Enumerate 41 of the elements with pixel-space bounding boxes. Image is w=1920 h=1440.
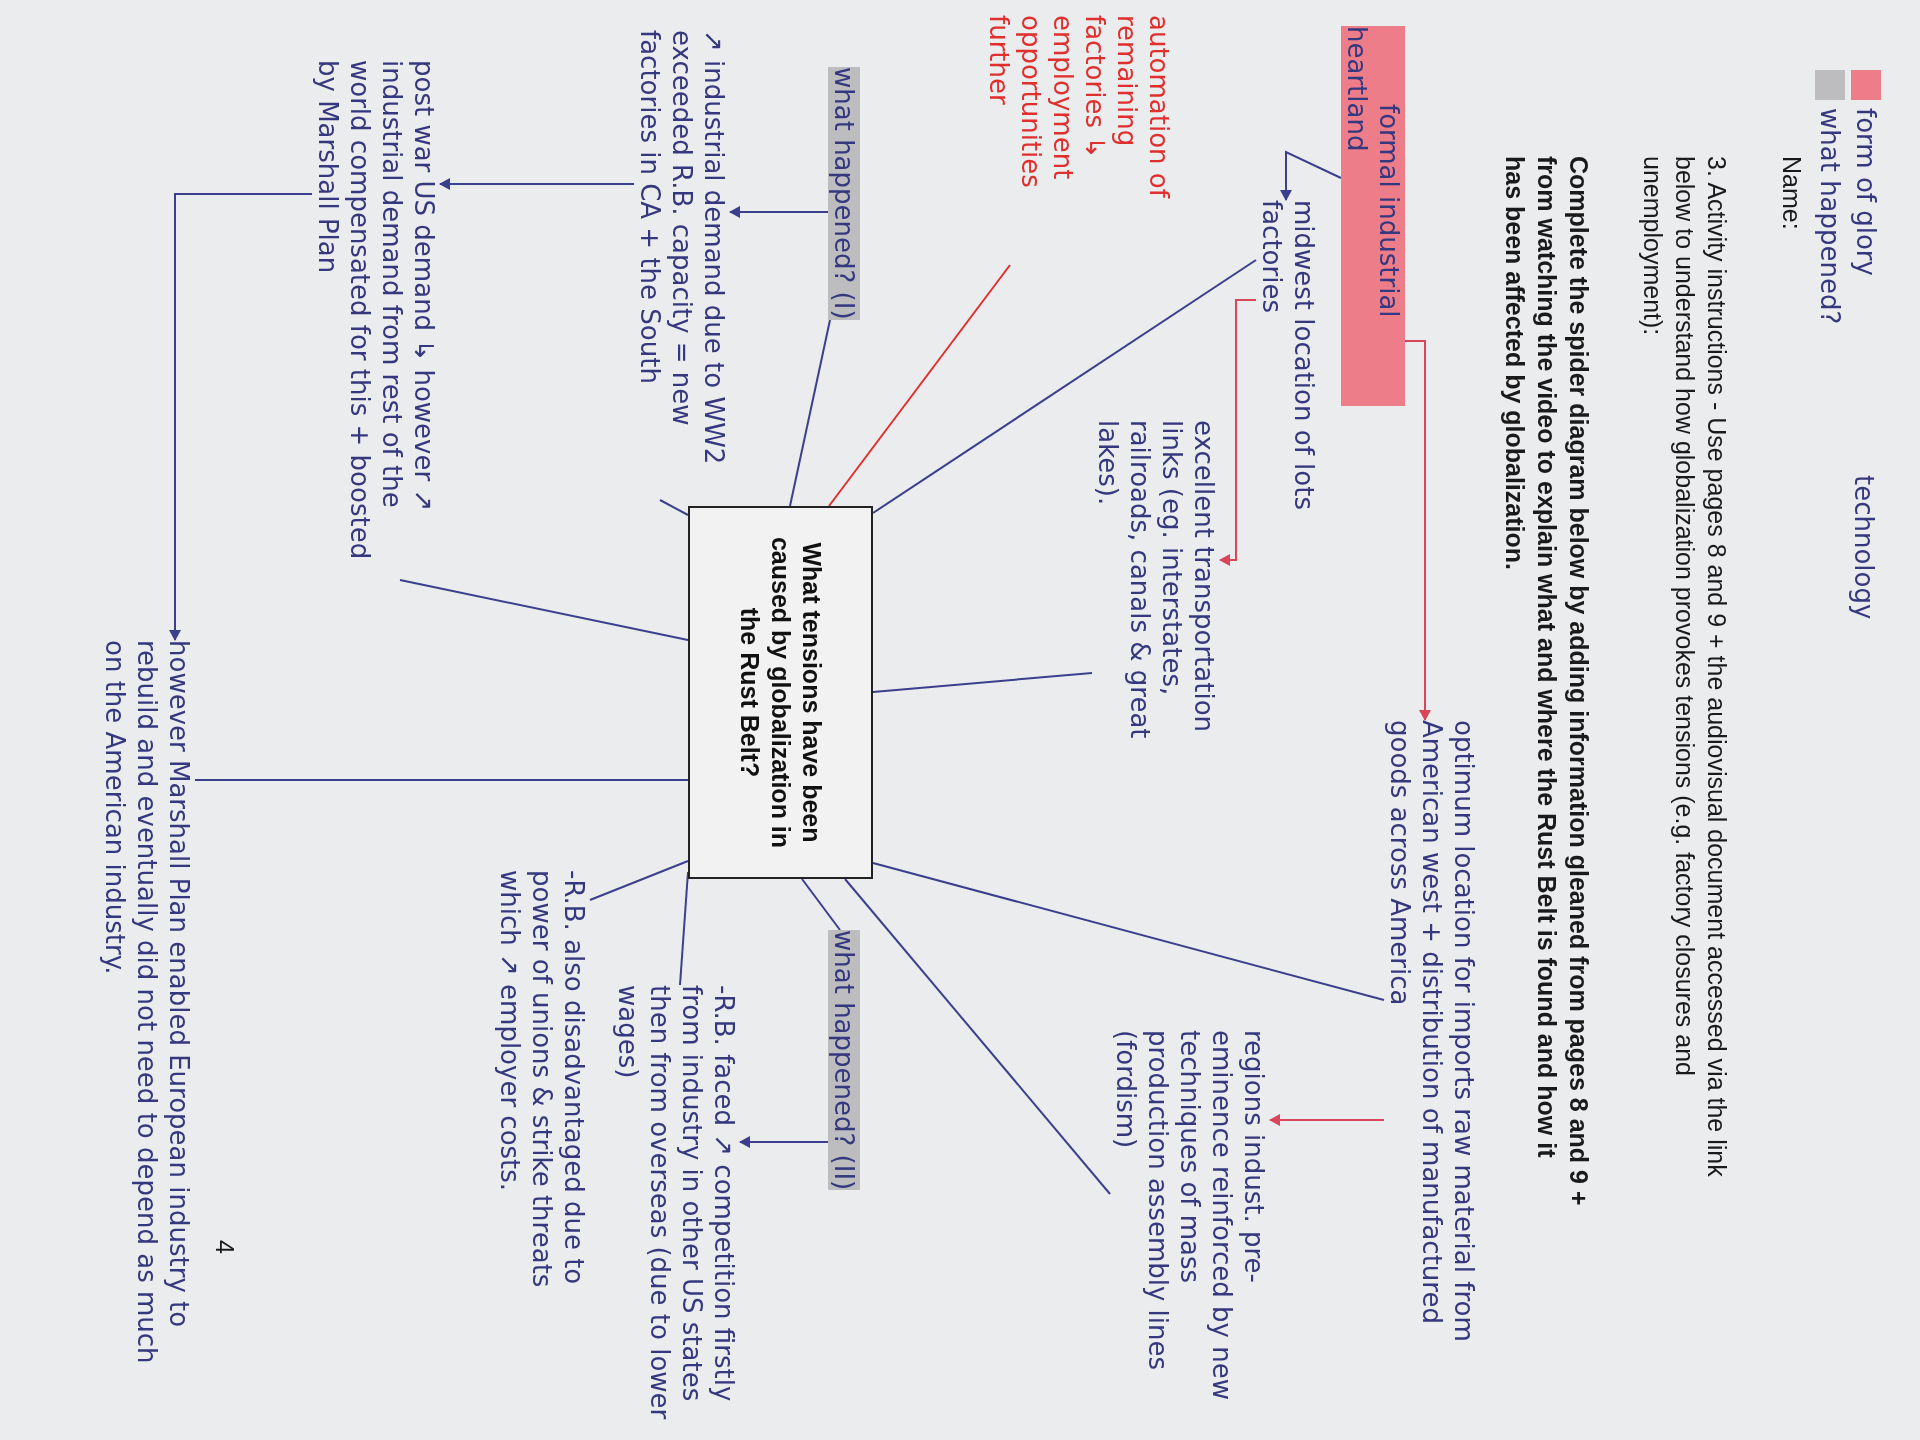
handwritten-note: midwest location of lots factories [1256, 200, 1320, 600]
question-box: What tensions have been caused by globalization in the Rust Belt? [688, 506, 873, 879]
connector-line [872, 862, 1385, 1001]
highlighted-note: formal industrial heartland [1341, 26, 1405, 406]
handwritten-note: automation of remaining factories ↳ employment opportunities further [983, 15, 1175, 265]
arrow [1269, 1114, 1385, 1126]
connector-line [679, 871, 689, 986]
instructions-text: Complete the spider diagram below by adding information gleaned from pages 8 and 9 + from watching the video to explain what and where the Rust Belt is found and how it has been affected by globalization. [1500, 156, 1594, 1206]
legend-text: what happened? [1814, 108, 1846, 325]
legend-text: form of glory [1850, 108, 1882, 276]
handwritten-note: regions indust. pre-eminence reinforced by new techniques of mass production assembly lines (fordism) [1110, 1030, 1270, 1410]
handwritten-note: technology [1848, 475, 1880, 620]
handwritten-note: excellent transportation links (eg. interstates, railroads, canals & great lakes). [1092, 420, 1220, 750]
connector-line [789, 319, 831, 507]
connector-line [399, 579, 689, 641]
handwritten-note: ↗ industrial demand due to WW2 exceeded R.B. capacity = new factories in CA + the South [634, 30, 730, 500]
arrow [169, 193, 313, 641]
connector-line [872, 672, 1093, 693]
connector-line [872, 259, 1257, 514]
arrow [1219, 299, 1257, 566]
instructions-text: 3. Activity instructions - Use pages 8 and 9 + the audiovisual document accessed via the link below to understand how globalization provokes tensions (e.g. factory closures and unemployment): [1638, 156, 1732, 1179]
handwritten-note: -R.B. also disadvantaged due to power of unions & strike threats which ↗ employer costs. [494, 870, 590, 1300]
arrow [729, 206, 829, 218]
handwritten-note: optimum location for imports raw material from American west + distribution of manufactured goods across America [1384, 720, 1480, 1400]
arrow [1404, 340, 1431, 721]
connector-line [828, 264, 1011, 507]
handwritten-note: -R.B. faced ↗ competition firstly from industry in other US states then from overseas (due to lower wages) [612, 985, 740, 1430]
handwritten-note: however Marshall Plan enabled European industry to rebuild and eventually did not need to depend as much on the American industry. [99, 640, 195, 1400]
highlighted-question: what happened? (II) [828, 930, 860, 1191]
handwritten-note: post war US demand ↳ however ↗ industrial demand from rest of the world compensated for this + boosted by Marshall Plan [312, 60, 440, 580]
arrow [739, 1136, 829, 1148]
connector-line [844, 878, 1111, 1195]
name-label: Name: [1777, 156, 1807, 230]
arrow [439, 178, 635, 190]
connector-line [801, 878, 841, 931]
connector-line [589, 860, 689, 901]
page-number: 4 [210, 1240, 240, 1254]
highlighted-question: what happened? (I) [828, 67, 860, 320]
connector-line [659, 499, 689, 516]
arrow [1280, 150, 1342, 201]
connector-line [194, 779, 689, 781]
